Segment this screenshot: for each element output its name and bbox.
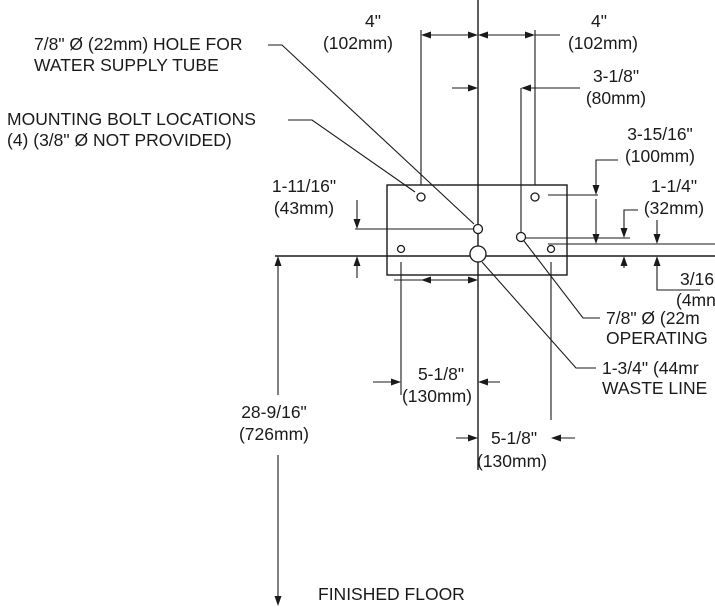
dim-1-1-4-inches: 1-1/4" (651, 176, 697, 196)
dim-leader-3-15-16 (595, 159, 618, 191)
dim-5-1-8-right-inches: 5-1/8" (491, 428, 537, 448)
mounting-bolt-hole-lower-left (396, 244, 406, 254)
supply-tube-hole (472, 223, 484, 235)
arrowhead (592, 185, 600, 195)
operating-hole-label-line1: 7/8" Ø (22m (606, 308, 700, 328)
dim-3-15-16-mm: (100mm) (625, 146, 695, 166)
arrowhead (478, 378, 488, 386)
dim-4in-left-mm: (102mm) (323, 33, 393, 53)
dim-4in-left-inches: 4" (365, 11, 381, 31)
arrowhead (468, 276, 478, 284)
dim-3-1-8-inches: 3-1/8" (593, 66, 639, 86)
leader-supply-hole (268, 44, 475, 225)
dim-leader-3-16 (656, 260, 700, 291)
mounting-bolt-hole-upper-right (530, 192, 540, 202)
arrowhead (274, 596, 282, 606)
dim-5-1-8-right-mm: (130mm) (477, 451, 547, 471)
arrowhead (525, 31, 535, 39)
dim-5-1-8-left-mm: (130mm) (402, 386, 472, 406)
mounting-bolt-hole-upper-left (416, 192, 426, 202)
dim-4in-right-mm: (102mm) (568, 33, 638, 53)
leader-operating-hole (523, 240, 600, 319)
arrowhead (521, 84, 531, 92)
arrowhead (653, 234, 661, 244)
dim-3-16-inches: 3/16 (680, 269, 714, 289)
dim-height-inches: 28-9/16" (241, 402, 307, 422)
dim-4in-right-inches: 4" (591, 11, 607, 31)
arrowhead (353, 256, 361, 266)
dim-height-mm: (726mm) (239, 424, 309, 444)
arrowhead (391, 378, 401, 386)
waste-line-hole (469, 245, 487, 263)
bolt-locations-label-line2: (4) (3/8" Ø NOT PROVIDED) (7, 130, 232, 150)
dim-1-1-4-mm: (32mm) (644, 198, 704, 218)
operating-hole (515, 231, 527, 243)
arrowhead (478, 31, 488, 39)
arrowhead (468, 434, 478, 442)
leader-waste-line (481, 261, 596, 369)
supply-hole-label-line1: 7/8" Ø (22mm) HOLE FOR (34, 34, 242, 54)
dim-5-1-8-left-inches: 5-1/8" (418, 364, 464, 384)
operating-hole-label-line2: OPERATING (606, 328, 708, 348)
waste-line-label-line2: WASTE LINE (602, 378, 707, 398)
mounting-bolt-hole-lower-right (546, 244, 556, 254)
arrowhead (551, 434, 561, 442)
arrowhead (421, 276, 431, 284)
dim-leader-1-1-4 (623, 209, 638, 236)
arrowhead (468, 84, 478, 92)
arrowhead (620, 256, 628, 266)
arrowhead (421, 31, 431, 39)
arrowhead (274, 256, 282, 266)
arrowhead (468, 31, 478, 39)
arrowhead (653, 256, 661, 266)
dim-1-11-16-inches: 1-11/16" (272, 176, 336, 196)
supply-hole-label-line2: WATER SUPPLY TUBE (34, 55, 219, 75)
waste-line-label-line1: 1-3/4" (44mr (602, 358, 699, 378)
arrowhead (592, 234, 600, 244)
dim-1-11-16-mm: (43mm) (274, 198, 334, 218)
dim-3-1-8-mm: (80mm) (586, 88, 646, 108)
arrowhead (620, 228, 628, 238)
finished-floor-label: FINISHED FLOOR (318, 584, 465, 604)
bolt-locations-label-line1: MOUNTING BOLT LOCATIONS (7, 109, 256, 129)
dim-3-16-mm: (4mn (676, 290, 715, 310)
dim-3-15-16-inches: 3-15/16" (627, 124, 693, 144)
leader-bolt-locations (288, 119, 416, 193)
arrowhead (353, 219, 361, 229)
mounting-plate (386, 184, 568, 276)
